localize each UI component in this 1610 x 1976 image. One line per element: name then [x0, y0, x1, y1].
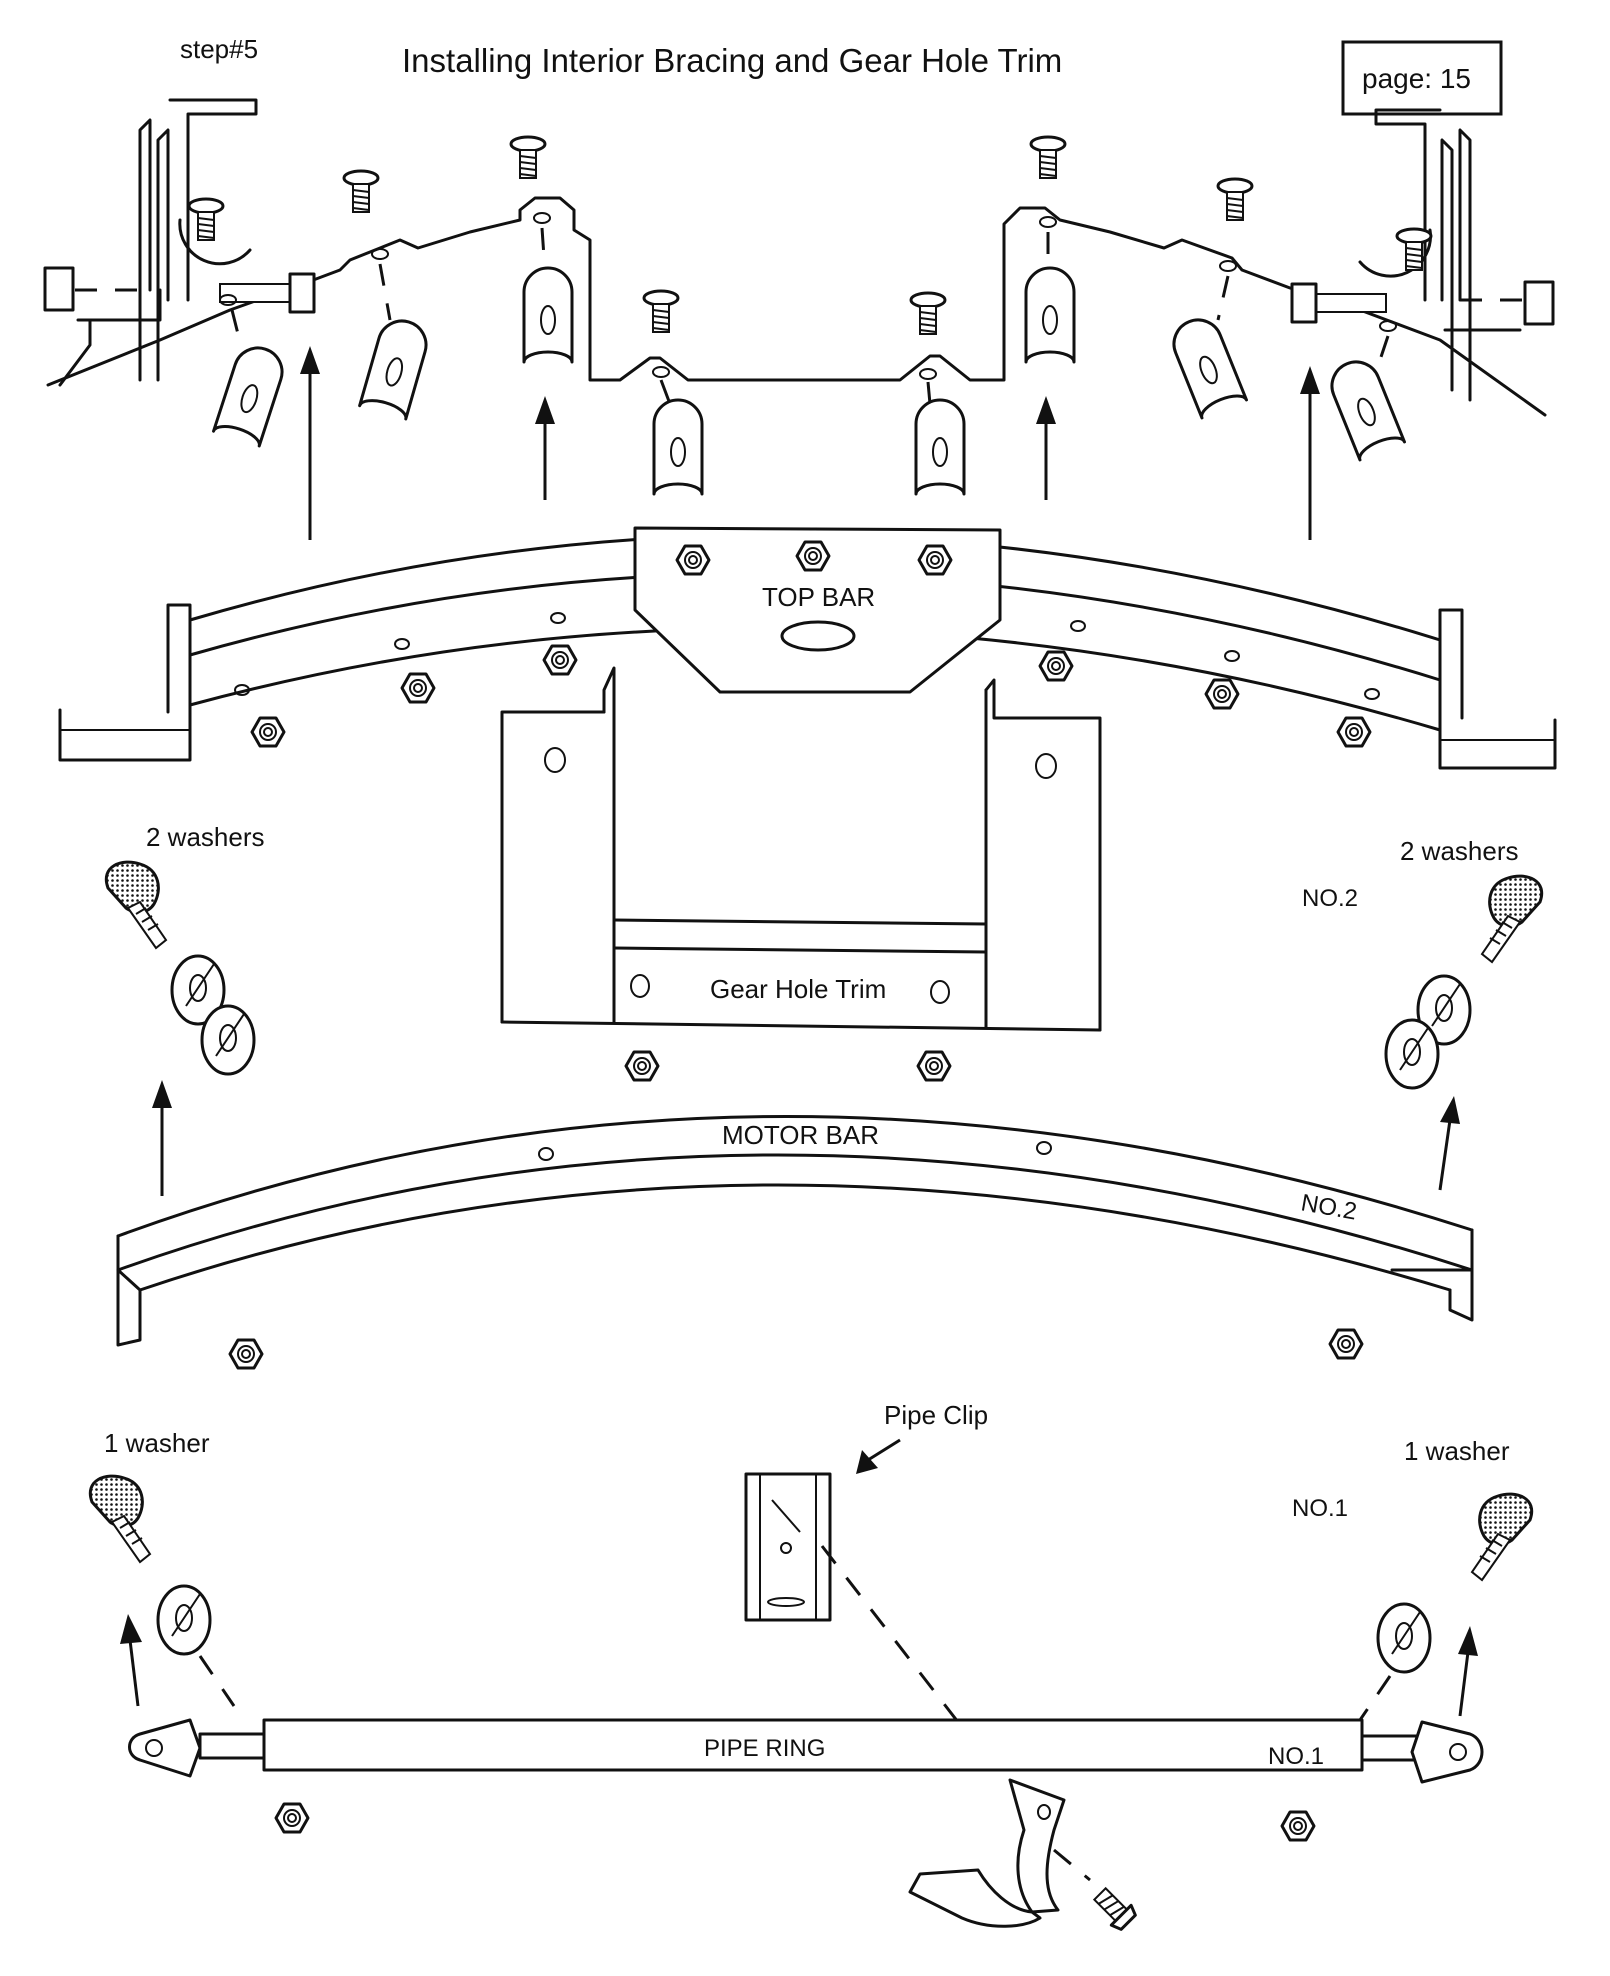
screw-icon: [1092, 1886, 1137, 1931]
header: step#5 Installing Interior Bracing and G…: [180, 34, 1503, 116]
screw-icon: [642, 289, 680, 334]
nut-icon: [916, 1050, 952, 1082]
pipe-ring: 1 washer 1 washer NO.1 PIPE RING NO.1: [88, 1428, 1534, 1842]
screw-icon: [509, 135, 547, 180]
gear-hole-trim-label: Gear Hole Trim: [710, 974, 886, 1004]
left-washers-label: 2 washers: [146, 822, 265, 852]
right-washer-bottom-label: 1 washer: [1404, 1436, 1510, 1466]
right-no1-label: NO.1: [1292, 1495, 1348, 1522]
nut-icon: [228, 1338, 264, 1370]
bolt-icon: [88, 1474, 152, 1564]
washer-icon: [156, 1584, 212, 1656]
nut-icon: [795, 540, 831, 572]
pipe-clip-label: Pipe Clip: [884, 1400, 988, 1430]
bracket-icon: [358, 313, 434, 421]
nut-icon: [624, 1050, 660, 1082]
gear-hole-trim: Gear Hole Trim: [500, 666, 1102, 1082]
left-washer-assembly-top: 2 washers: [104, 822, 265, 1196]
bolt-icon: [1480, 874, 1544, 964]
nut-icon: [1280, 1810, 1316, 1842]
pipe-clip: Pipe Clip: [744, 1400, 1137, 1931]
bracket-icon: [652, 398, 704, 496]
top-bar: TOP BAR: [58, 526, 1557, 770]
right-no2-label: NO.2: [1302, 885, 1358, 912]
bracket-icon: [914, 398, 966, 496]
nut-icon: [917, 544, 953, 576]
step-label: step#5: [180, 34, 258, 64]
up-arrows-top: [300, 346, 1320, 540]
nut-icon: [1336, 716, 1372, 748]
bracket-icon: [212, 340, 290, 448]
bolt-icon: [104, 860, 168, 950]
screw-icon: [187, 197, 225, 242]
pipe-ring-label: PIPE RING: [704, 1735, 825, 1762]
washer-icon: [200, 1004, 256, 1076]
screw-icon: [1029, 135, 1067, 180]
right-washer-assembly-top: 2 washers NO.2: [1302, 836, 1544, 1191]
bracket-icon: [1024, 266, 1076, 364]
nut-icon: [675, 544, 711, 576]
page-title: Installing Interior Bracing and Gear Hol…: [402, 42, 1062, 79]
pipe-ring-number: NO.1: [1268, 1743, 1324, 1770]
page-number-box: [1341, 40, 1503, 116]
motor-bar-label: MOTOR BAR: [722, 1120, 879, 1150]
screw-icon: [909, 291, 947, 336]
screw-icon: [342, 169, 380, 214]
bracket-icon: [522, 266, 574, 364]
housing-frame: [43, 98, 1555, 417]
hole-guides: [219, 212, 1397, 405]
bracket-icon: [1165, 311, 1248, 420]
right-washers-label: 2 washers: [1400, 836, 1519, 866]
motor-bar: MOTOR BAR NO.2: [116, 1115, 1474, 1370]
screws-top: [178, 135, 1433, 336]
nut-icon: [542, 644, 578, 676]
nut-icon: [274, 1802, 310, 1834]
nut-icon: [1038, 650, 1074, 682]
washer-icon: [1376, 1602, 1432, 1674]
top-bar-label: TOP BAR: [762, 582, 875, 612]
nut-icon: [1328, 1328, 1364, 1360]
nut-icon: [250, 716, 286, 748]
bolt-icon: [1470, 1492, 1534, 1582]
bracket-icon: [1323, 353, 1406, 462]
screw-icon: [1216, 177, 1254, 222]
nut-icon: [400, 672, 436, 704]
page-number: page: 15: [1362, 63, 1471, 94]
nut-icon: [1204, 678, 1240, 710]
washer-icon: [1384, 1018, 1440, 1090]
left-washer-bottom-label: 1 washer: [104, 1428, 210, 1458]
